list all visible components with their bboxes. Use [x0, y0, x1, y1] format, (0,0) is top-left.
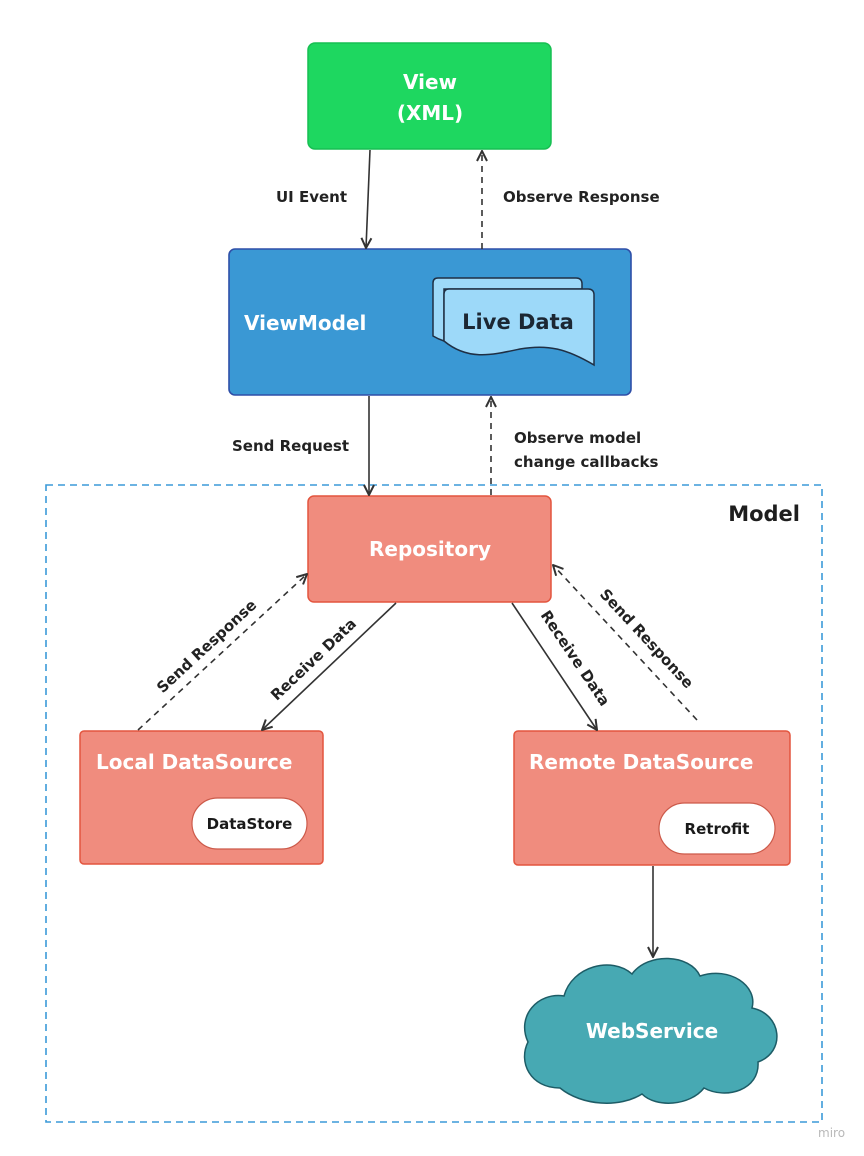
livedata-back-sheet	[432, 277, 583, 343]
model-group-boundary	[45, 484, 823, 1123]
ui-event-label: UI Event	[276, 188, 347, 206]
remote-send-response-label: Send Response	[596, 585, 697, 692]
local-receive-data-label: Receive Data	[267, 615, 360, 704]
livedata-label: Live Data	[462, 310, 574, 334]
repository-node-title: Repository	[369, 537, 491, 561]
remote-send-response-arrow	[553, 565, 698, 721]
livedata-node[interactable]: Live Data	[432, 277, 595, 367]
livedata-front-sheet	[443, 288, 595, 367]
local-datasource-node[interactable]: Local DataSource DataStore	[79, 730, 324, 865]
datastore-label: DataStore	[207, 815, 293, 833]
remote-receive-data-arrow	[511, 602, 597, 730]
view-node-subtitle: (XML)	[397, 101, 463, 125]
observe-response-label: Observe Response	[503, 188, 660, 206]
view-node[interactable]: View (XML)	[307, 42, 552, 150]
remote-datasource-title: Remote DataSource	[529, 750, 753, 774]
ui-event-arrow	[366, 149, 370, 248]
local-datasource-title: Local DataSource	[96, 750, 292, 774]
retrofit-pill[interactable]: Retrofit	[658, 802, 776, 855]
webservice-node[interactable]: WebService	[523, 957, 778, 1104]
webservice-label: WebService	[586, 1019, 718, 1043]
local-receive-data-arrow	[262, 602, 397, 730]
local-send-response-arrow	[137, 574, 307, 731]
view-node-title: View	[403, 70, 457, 94]
observe-model-label-line2: change callbacks	[514, 453, 659, 471]
webservice-cloud-shape	[523, 957, 778, 1104]
local-send-response-label: Send Response	[153, 596, 260, 697]
datastore-pill[interactable]: DataStore	[191, 797, 308, 850]
model-group-title: Model	[728, 502, 800, 526]
repository-node[interactable]: Repository	[307, 495, 552, 603]
viewmodel-node-title: ViewModel	[244, 311, 366, 335]
observe-model-label-line1: Observe model	[514, 429, 641, 447]
retrofit-label: Retrofit	[685, 820, 750, 838]
send-request-label: Send Request	[232, 437, 349, 455]
remote-datasource-node[interactable]: Remote DataSource Retrofit	[513, 730, 791, 866]
miro-watermark: miro	[818, 1126, 845, 1140]
